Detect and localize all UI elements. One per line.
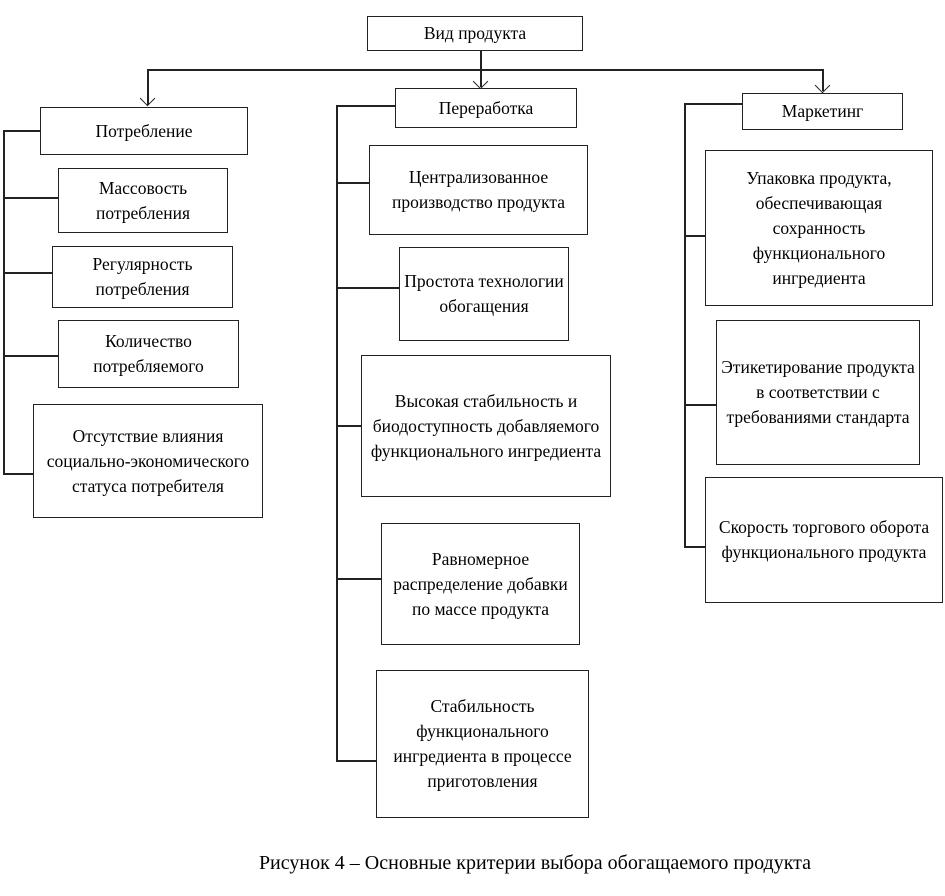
arrow-down-icon [814,77,831,94]
criterion-box: Отсутствие влияния социально-экономическ… [33,404,263,518]
criterion-box: Скорость торгового оборота функционально… [705,477,943,603]
connector [684,103,742,105]
criterion-box: Массовость потребления [58,168,228,233]
criterion-box: Высокая стабильность и биодоступность до… [361,355,611,497]
figure-caption: Рисунок 4 – Основные критерии выбора обо… [258,852,812,874]
connector [3,130,40,132]
connector [336,105,338,761]
criterion-box: Стабильность функционального ингредиента… [376,670,589,818]
connector [336,760,376,762]
connector [822,69,824,91]
criterion-box: Этикетирование продукта в соответствии с… [716,320,920,465]
connector [684,235,705,237]
marketing-title: Маркетинг [742,93,903,130]
connector [336,287,399,289]
connector [147,69,149,105]
criterion-box: Централизованное производство продукта [369,145,588,235]
connector [3,355,58,357]
connector [3,130,5,474]
connector [3,473,33,475]
criterion-box: Простота технологии обогащения [399,247,569,341]
criterion-box: Количество потребляемого [58,320,239,388]
consumption-title: Потребление [40,107,248,155]
connector [3,272,52,274]
criterion-box: Упаковка продукта, обеспечивающая сохран… [705,150,933,306]
connector [336,425,361,427]
connector [684,103,686,547]
connector [336,578,381,580]
connector [684,404,716,406]
processing-title: Переработка [395,88,577,128]
connector [336,105,395,107]
connector [147,69,823,71]
criterion-box: Регулярность потребления [52,246,233,308]
arrow-down-icon [139,90,156,107]
root-box: Вид продукта [367,16,583,51]
criterion-box: Равномерное распределение добавки по мас… [381,523,580,645]
connector [684,546,705,548]
connector [3,197,58,199]
connector [336,182,369,184]
arrow-down-icon [472,73,489,90]
